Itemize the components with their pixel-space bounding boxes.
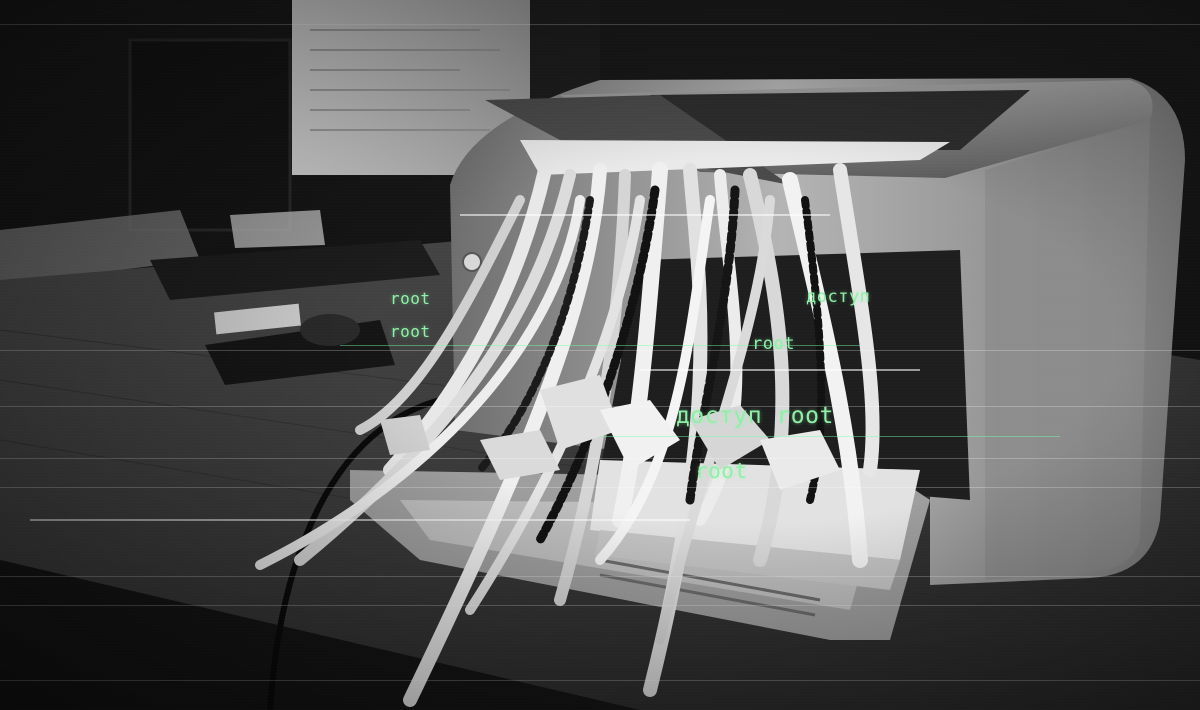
overlay-dostup-label: доступ <box>806 287 871 307</box>
overlay-root-label: root <box>695 459 748 483</box>
mouse <box>300 314 360 346</box>
overlay-root-label: root <box>752 334 795 354</box>
dark-monitor <box>128 38 292 232</box>
overlay-root-label: root <box>390 289 431 308</box>
overlay-root-label: root <box>390 322 431 341</box>
power-button <box>462 252 482 272</box>
overlay-dostup-root-label: доступ root <box>676 403 834 429</box>
